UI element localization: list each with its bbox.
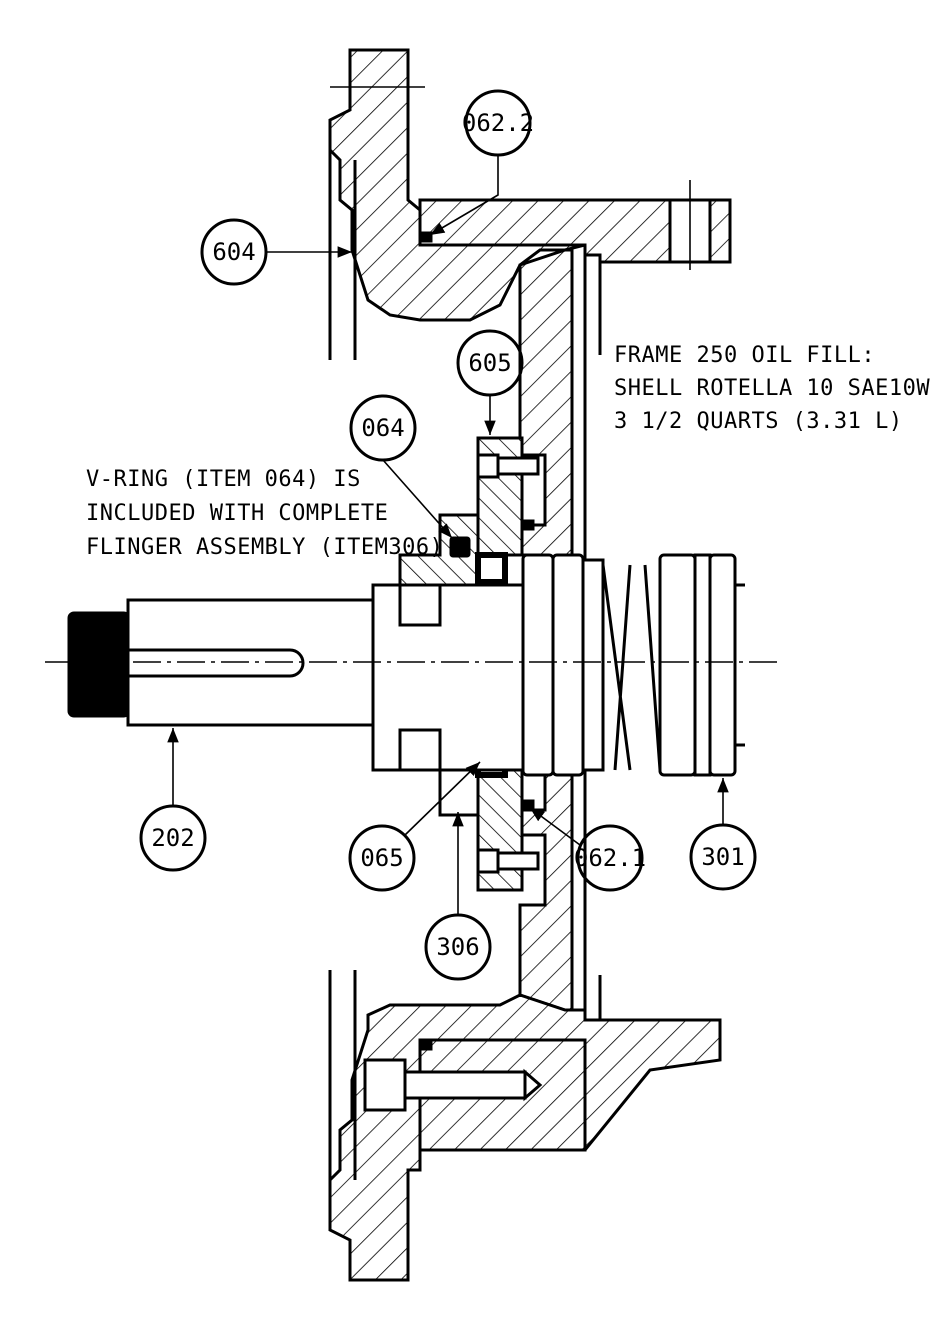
o-ring-062-1-upper	[523, 519, 535, 531]
callout-062-1-leader	[529, 807, 581, 846]
oil-fill-note-line-3: 3 1/2 QUARTS (3.31 L)	[614, 409, 903, 434]
callout-202: 202	[151, 824, 194, 852]
callout-301: 301	[701, 843, 744, 871]
callout-062-1-bubble	[576, 824, 644, 892]
o-ring-062-1	[523, 799, 535, 811]
v-ring-note-line-3: FLINGER ASSEMBLY (ITEM306)	[86, 535, 443, 560]
shaft-202	[67, 583, 525, 772]
oil-fill-note: FRAME 250 OIL FILL: SHELL ROTELLA 10 SAE…	[614, 343, 930, 434]
callout-064: 064	[361, 414, 404, 442]
oil-fill-note-line-2: SHELL ROTELLA 10 SAE10W	[614, 376, 930, 401]
frame-outline-lines	[328, 86, 712, 1230]
callout-065: 065	[360, 844, 403, 872]
callout-605: 605	[468, 349, 511, 377]
oil-fill-note-line-1: FRAME 250 OIL FILL:	[614, 343, 875, 368]
callout-062-2-leader	[429, 155, 499, 236]
callout-062-2: 062.2	[462, 109, 534, 137]
callout-064-leader	[382, 459, 453, 539]
callout-065-bubble	[348, 824, 416, 892]
v-ring-note-line-1: V-RING (ITEM 064) IS	[86, 467, 361, 492]
callout-065-leader	[404, 761, 481, 836]
v-ring-note: V-RING (ITEM 064) IS INCLUDED WITH COMPL…	[86, 467, 443, 560]
callout-306: 306	[436, 933, 479, 961]
lip-seal-065-top	[475, 552, 508, 585]
v-ring-note-line-2: INCLUDED WITH COMPLETE	[86, 501, 388, 526]
callout-062-1: 062.1	[574, 844, 646, 872]
seal-housing-605	[476, 436, 540, 892]
o-ring-062-2	[421, 231, 433, 243]
callout-604: 604	[212, 238, 255, 266]
mechanical-seal-301	[521, 553, 745, 777]
o-ring-lower	[421, 1039, 433, 1051]
